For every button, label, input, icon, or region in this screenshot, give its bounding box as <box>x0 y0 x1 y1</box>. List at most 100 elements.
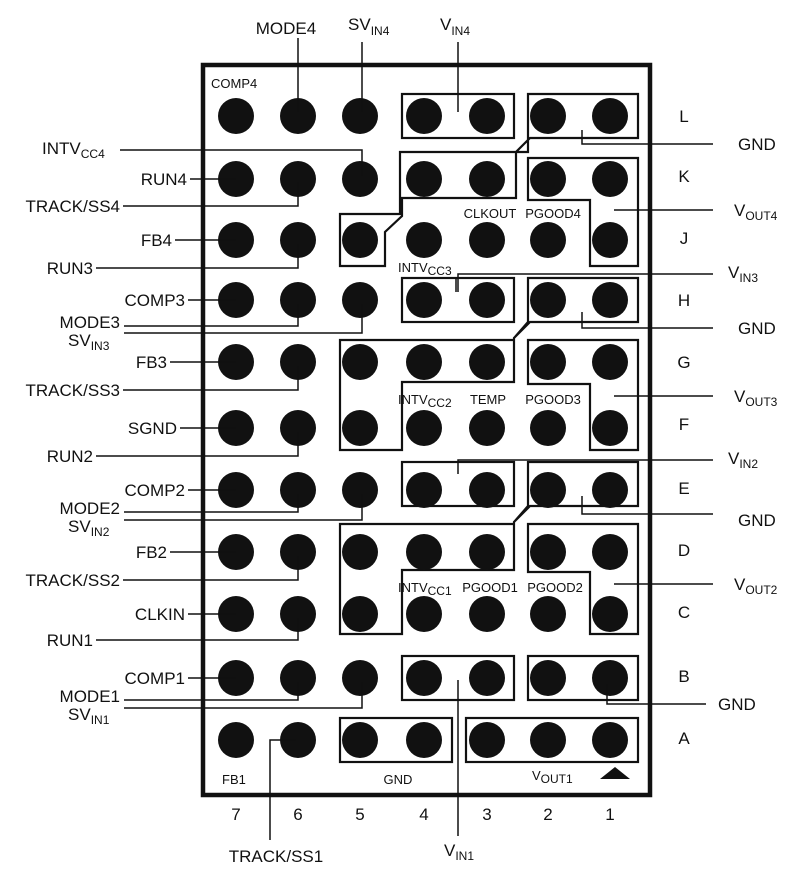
solder-ball <box>342 660 378 696</box>
solder-ball <box>469 98 505 134</box>
solder-ball <box>592 722 628 758</box>
solder-ball <box>592 410 628 446</box>
solder-ball <box>406 222 442 258</box>
leader-run2 <box>96 432 299 457</box>
solder-ball <box>530 161 566 197</box>
solder-ball <box>406 534 442 570</box>
label-intvcc4: INTVCC4 <box>42 139 105 161</box>
solder-ball <box>469 472 505 508</box>
label-vin1: VIN1 <box>444 841 474 863</box>
solder-ball <box>218 98 254 134</box>
solder-ball <box>280 722 316 758</box>
solder-ball <box>530 344 566 380</box>
label-intvcc2: INTVCC2 <box>398 392 452 410</box>
solder-ball <box>280 410 316 446</box>
solder-ball <box>469 222 505 258</box>
leader-track-ss4 <box>123 182 299 207</box>
solder-ball <box>280 596 316 632</box>
row-letter: K <box>678 167 690 186</box>
leader-gnd-e <box>581 496 713 515</box>
label-track-ss4: TRACK/SS4 <box>26 197 120 216</box>
group-vout1 <box>464 716 640 764</box>
solder-ball <box>342 722 378 758</box>
label-run4: RUN4 <box>141 170 187 189</box>
group-gnd-h-g <box>338 276 640 452</box>
solder-ball <box>342 161 378 197</box>
column-number: 4 <box>419 805 428 824</box>
solder-ball <box>530 282 566 318</box>
leader-svin3 <box>124 304 363 334</box>
solder-ball <box>530 472 566 508</box>
solder-ball <box>592 222 628 258</box>
row-letter: F <box>679 415 689 434</box>
solder-ball <box>592 472 628 508</box>
solder-ball <box>469 344 505 380</box>
group-gnd-b <box>526 654 640 702</box>
solder-ball <box>530 534 566 570</box>
label-comp2: COMP2 <box>125 481 185 500</box>
solder-ball <box>280 282 316 318</box>
column-number: 3 <box>482 805 491 824</box>
label-comp1: COMP1 <box>125 669 185 688</box>
solder-ball <box>469 534 505 570</box>
label-mode2: MODE2 <box>60 499 120 518</box>
solder-ball <box>469 596 505 632</box>
leader-mode1 <box>124 682 299 701</box>
label-mode4: MODE4 <box>256 19 316 38</box>
solder-ball <box>406 596 442 632</box>
solder-ball <box>406 282 442 318</box>
leader-gnd-b <box>606 684 706 705</box>
leader-mode3 <box>124 304 299 327</box>
solder-ball <box>406 344 442 380</box>
label-gnd-a: GND <box>384 772 413 787</box>
solder-ball <box>218 722 254 758</box>
row-letter: A <box>678 729 690 748</box>
leader-mode2 <box>124 494 299 513</box>
solder-ball <box>280 534 316 570</box>
solder-ball <box>592 161 628 197</box>
group-vout4 <box>526 156 640 268</box>
group-gnd-l-k <box>338 92 640 268</box>
solder-ball <box>530 410 566 446</box>
leader-lines <box>96 38 713 840</box>
label-pgood1: PGOOD1 <box>462 580 518 595</box>
row-letter: C <box>678 603 690 622</box>
solder-ball <box>530 660 566 696</box>
label-track-ss1: TRACK/SS1 <box>229 847 323 866</box>
leader-intvcc4 <box>120 149 363 176</box>
solder-ball <box>406 161 442 197</box>
solder-ball <box>530 222 566 258</box>
label-fb2: FB2 <box>136 543 167 562</box>
leader-vin2 <box>457 459 713 474</box>
label-clkout: CLKOUT <box>464 206 517 221</box>
solder-ball <box>592 98 628 134</box>
row-letter: G <box>677 353 690 372</box>
label-track-ss3: TRACK/SS3 <box>26 381 120 400</box>
label-fb3: FB3 <box>136 353 167 372</box>
solder-ball <box>342 344 378 380</box>
solder-ball <box>592 660 628 696</box>
leader-gnd-h <box>581 312 713 329</box>
solder-ball <box>342 282 378 318</box>
solder-ball <box>280 222 316 258</box>
leader-svin2 <box>124 494 363 521</box>
leader-track-ss3 <box>123 366 299 391</box>
label-vout1: VOUT1 <box>532 768 573 786</box>
label-intvcc3: INTVCC3 <box>398 260 452 278</box>
solder-ball <box>592 344 628 380</box>
label-run3: RUN3 <box>47 259 93 278</box>
label-vin3: VIN3 <box>728 263 758 285</box>
label-vout2: VOUT2 <box>734 575 778 597</box>
row-letter: J <box>680 229 689 248</box>
label-vin4: VIN4 <box>440 15 470 38</box>
column-numbers: 7 6 5 4 3 2 1 <box>231 805 614 824</box>
label-comp4: COMP4 <box>211 76 257 91</box>
ball-array <box>218 98 628 758</box>
group-vout3 <box>526 338 640 452</box>
label-sgnd: SGND <box>128 419 177 438</box>
label-intvcc1: INTVCC1 <box>398 580 452 598</box>
solder-ball <box>592 534 628 570</box>
solder-ball <box>342 596 378 632</box>
label-clkin: CLKIN <box>135 605 185 624</box>
label-comp3: COMP3 <box>125 291 185 310</box>
